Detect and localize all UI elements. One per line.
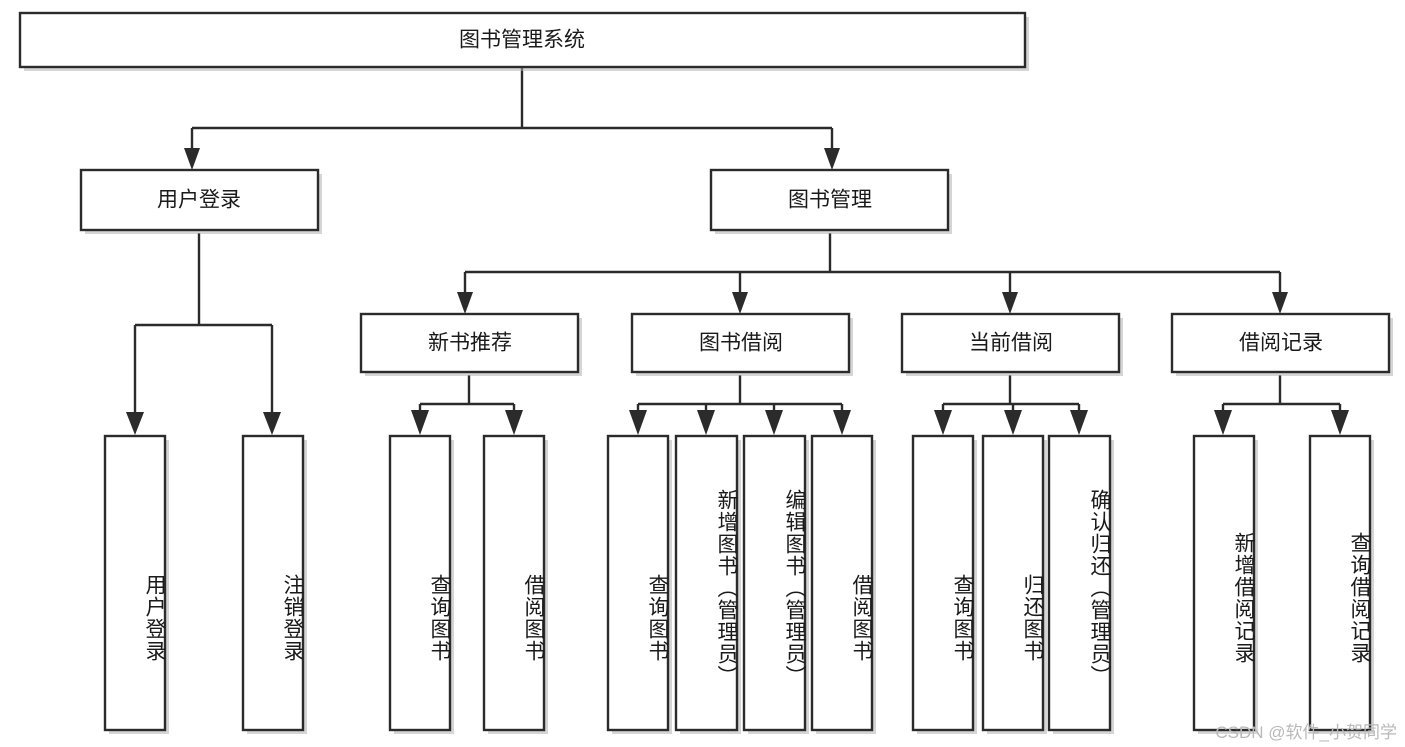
csdn-watermark: CSDN @软件_小贺同学 (1215, 723, 1397, 742)
leaf-node-logout[interactable] (241, 434, 307, 734)
node-book-manage[interactable]: 图书管理 (709, 168, 952, 234)
leaf-node-borrow-book-1[interactable] (482, 434, 548, 734)
leaf-node-query-book-2[interactable] (606, 434, 672, 734)
node-borrow-record[interactable]: 借阅记录 (1170, 312, 1393, 376)
leaf-node-query-book-3[interactable] (911, 434, 977, 734)
leaf-node-return-book[interactable] (981, 434, 1047, 734)
leaf-node-edit-book[interactable] (742, 434, 809, 734)
node-current-borrow[interactable]: 当前借阅 (900, 312, 1123, 376)
node-new-book-recommend[interactable]: 新书推荐 (359, 312, 582, 376)
leaf-node-query-book-1[interactable] (388, 434, 454, 734)
leaf-node-borrow-book-2[interactable] (810, 434, 876, 734)
connector-currentborrow-to-leaves (934, 375, 1088, 435)
node-root-label: 图书管理系统 (459, 29, 585, 52)
connector-bookmanage-to-level3 (457, 233, 1288, 314)
node-root[interactable]: 图书管理系统 (18, 11, 1029, 71)
node-user-login[interactable]: 用户登录 (79, 168, 322, 234)
leaf-node-confirm-return[interactable] (1047, 434, 1114, 734)
leaf-node-add-record[interactable] (1192, 434, 1258, 734)
node-book-manage-label: 图书管理 (788, 189, 872, 212)
node-user-login-label: 用户登录 (157, 189, 241, 212)
node-borrow-record-label: 借阅记录 (1239, 332, 1323, 355)
leaf-node-query-record[interactable] (1308, 434, 1374, 734)
leaf-node-user-login[interactable] (103, 434, 169, 734)
leaf-node-add-book[interactable] (674, 434, 741, 734)
node-new-book-recommend-label: 新书推荐 (428, 332, 512, 355)
connector-borrowrecord-to-leaves (1214, 375, 1349, 435)
connector-bookborrow-to-leaves (629, 375, 851, 435)
connector-newbook-to-leaves (411, 375, 523, 435)
connector-userlogin-to-leaves (126, 233, 281, 435)
node-book-borrow[interactable]: 图书借阅 (630, 312, 853, 376)
connector-root-to-level2 (184, 68, 840, 170)
node-current-borrow-label: 当前借阅 (969, 332, 1053, 355)
node-book-borrow-label: 图书借阅 (699, 332, 783, 355)
